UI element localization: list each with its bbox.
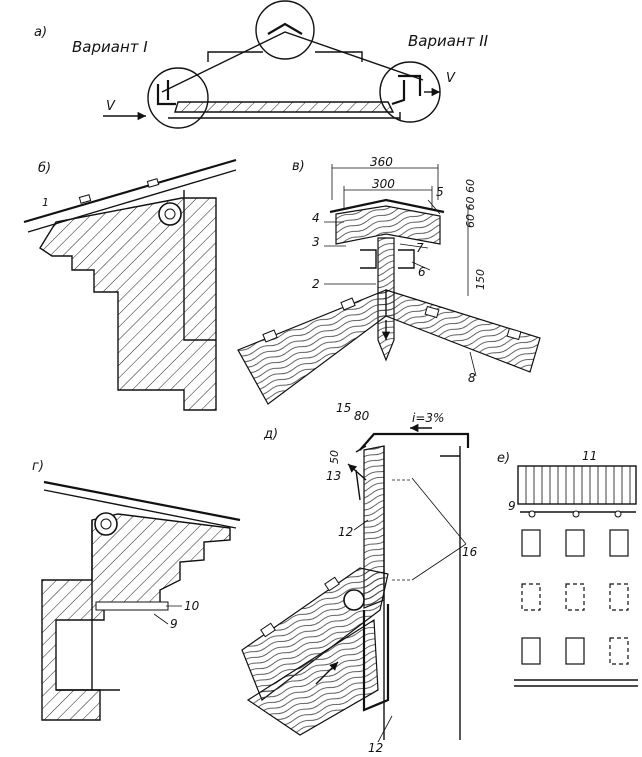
slope-label: i=3% — [412, 411, 444, 425]
callout-9-e: 9 — [508, 499, 516, 513]
wall-line — [183, 190, 216, 341]
callout-1: 1 — [42, 196, 49, 209]
dim-150: 150 — [474, 269, 487, 290]
dim-300: 300 — [372, 177, 395, 191]
slab-section — [174, 101, 395, 113]
facade-roof-band — [517, 465, 637, 505]
cornice-masonry — [39, 197, 217, 411]
roof-slope-g-under — [43, 489, 237, 529]
slab-base — [168, 112, 401, 120]
dim-50: 50 — [328, 450, 341, 464]
callout-8: 8 — [468, 371, 476, 385]
panel-g: г) 10 9 — [32, 459, 241, 721]
dim-60s: 60 60 60 — [464, 179, 477, 228]
roof-pitch-lines — [161, 31, 424, 93]
panel-b-label: б) — [38, 161, 51, 176]
detail-circle-left — [147, 67, 209, 129]
batten — [324, 576, 340, 592]
callout-14: 13 — [326, 469, 341, 483]
variant-1-label: Вариант I — [72, 38, 148, 56]
panel-v-label: в) — [292, 159, 305, 174]
panel-g-label: г) — [32, 459, 44, 474]
wind-label-right: V — [446, 71, 456, 86]
panel-e-label: е) — [497, 451, 510, 466]
air-inflow-arrow — [315, 661, 339, 685]
ridge-apex — [267, 22, 303, 35]
gutter-outlet — [528, 510, 536, 518]
rafter-left — [237, 289, 387, 405]
gutter-outlet — [614, 510, 622, 518]
batten — [340, 297, 356, 311]
callout-leaders-g — [153, 605, 182, 625]
roof-slope-b-under — [27, 169, 237, 233]
wind-label-left: V — [106, 99, 116, 114]
roof-slope-g — [43, 480, 241, 522]
callout-15: 15 — [336, 401, 351, 415]
callout-leaders-d — [353, 477, 467, 743]
batten — [424, 305, 440, 319]
batten — [78, 194, 92, 204]
callout-3: 3 — [312, 235, 320, 249]
air-flow-arrow — [347, 463, 367, 481]
dim-line-360 — [331, 164, 439, 200]
gutter-pipe-d — [343, 589, 365, 611]
air-flow-line — [355, 469, 361, 501]
gutter-pipe-b — [158, 202, 182, 226]
callout-16: 16 — [462, 545, 478, 559]
cornice-masonry-g — [41, 513, 231, 721]
callout-13: 12 — [338, 525, 353, 539]
parapet-cap — [359, 432, 470, 451]
callout-5: 5 — [436, 185, 444, 199]
batten — [506, 327, 522, 341]
panel-d-label: д) — [263, 427, 278, 442]
wall-line-g — [56, 520, 120, 691]
callout-6: 6 — [418, 265, 426, 279]
facade-windows — [521, 529, 629, 665]
ridge-metal — [329, 198, 445, 214]
gutter-pipe-inner — [164, 208, 176, 220]
vent-ducts — [392, 479, 412, 581]
variant-2-label: Вариант II — [408, 32, 489, 50]
facade-roof-seams — [525, 466, 631, 504]
panel-b: б) 1 — [23, 158, 237, 411]
callout-12: 12 — [368, 741, 383, 755]
gutter-pipe-inner — [100, 518, 112, 530]
callout-4: 4 — [312, 211, 320, 225]
ridge-clamps — [360, 249, 415, 269]
ceiling-joist-d — [246, 618, 379, 736]
drip-edge — [355, 445, 367, 453]
panel-v: в) 360 300 5 4 3 2 6 7 8 60 60 60 150 — [237, 155, 541, 405]
panel-d: д) 80 15 50 i=3% 13 12 16 12 — [241, 401, 478, 755]
roof-slope-b — [23, 158, 237, 224]
gutter-left — [156, 80, 176, 106]
detail-circle-top — [255, 0, 315, 60]
callout-11: 11 — [582, 449, 597, 463]
callout-leaders-v — [324, 199, 477, 377]
facade-ground — [514, 679, 638, 687]
panel-a-label: а) — [34, 25, 47, 40]
ridge-cap — [335, 205, 441, 245]
dim-80: 80 — [354, 409, 370, 423]
batten — [260, 622, 276, 638]
dim-line-300 — [343, 186, 433, 210]
roof-outline — [207, 51, 363, 62]
callout-9: 9 — [170, 617, 178, 631]
parapet-strip — [95, 601, 169, 611]
batten — [146, 178, 160, 188]
gutter-right — [391, 74, 422, 106]
dim-360: 360 — [370, 155, 393, 169]
gutter-pipe-g — [94, 512, 118, 536]
callout-10: 10 — [184, 599, 200, 613]
gutter-channel-d — [362, 604, 390, 712]
panel-a: а) Вариант I Вариант II V V — [34, 0, 489, 129]
batten — [262, 329, 278, 343]
panel-e: е) 11 9 — [497, 449, 638, 687]
callout-7: 7 — [416, 241, 424, 255]
rafter-right — [385, 289, 541, 373]
callout-2: 2 — [312, 277, 320, 291]
gutter-outlet — [572, 510, 580, 518]
